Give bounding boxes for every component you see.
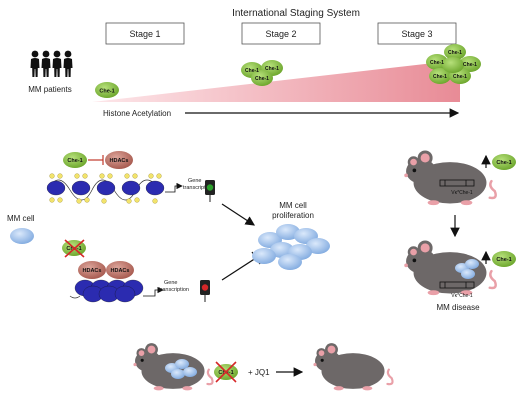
patients-label: MM patients bbox=[28, 85, 72, 94]
gene-transcription-lower-2: transcription bbox=[159, 287, 189, 293]
svg-text:Che-1: Che-1 bbox=[67, 158, 82, 164]
svg-text:HDACs: HDACs bbox=[83, 268, 102, 274]
che1-stage2-cluster: Che-1 Che-1 Che-1 bbox=[241, 60, 283, 86]
open-chromatin bbox=[46, 173, 183, 204]
svg-text:HDACs: HDACs bbox=[111, 268, 130, 274]
mm-disease-label: MM disease bbox=[436, 303, 480, 312]
mouse-icon-healthy bbox=[312, 341, 394, 392]
che1-upper: Che-1 bbox=[63, 152, 87, 168]
svg-text:Che-1: Che-1 bbox=[430, 60, 444, 66]
transgene-top: Vκ*Che-1 bbox=[439, 179, 475, 196]
acetylation-label: Histone Acetylation bbox=[103, 109, 171, 118]
traffic-light-red-icon bbox=[200, 280, 210, 302]
svg-text:Vκ*Che-1: Vκ*Che-1 bbox=[451, 293, 473, 299]
promote-arrow bbox=[221, 203, 256, 226]
svg-text:Che-1: Che-1 bbox=[245, 68, 259, 74]
mouse-icon-disease bbox=[403, 239, 497, 296]
mm-cell-label: MM cell bbox=[7, 214, 35, 223]
che1-stage1: Che-1 bbox=[95, 82, 119, 98]
mm-cell bbox=[10, 228, 34, 244]
che1-inhibited: Che-1 bbox=[214, 361, 238, 383]
disease-cells bbox=[455, 259, 479, 279]
stage-2-box bbox=[241, 22, 321, 45]
stage-3-label: Stage 3 bbox=[401, 29, 432, 39]
svg-text:Che-1: Che-1 bbox=[448, 50, 462, 56]
svg-text:Che-1: Che-1 bbox=[463, 62, 477, 68]
stage-1-box bbox=[105, 22, 185, 45]
svg-text:Che-1: Che-1 bbox=[453, 74, 467, 80]
hdacs-upper: HDACs bbox=[105, 151, 133, 169]
person-icon bbox=[30, 50, 73, 77]
proliferation-label-1: MM cell bbox=[279, 201, 307, 210]
mouse-icon bbox=[403, 149, 497, 206]
jq1-label: + JQ1 bbox=[248, 368, 270, 377]
bottom-cells bbox=[165, 359, 197, 379]
svg-text:Che-1: Che-1 bbox=[496, 257, 511, 263]
inhibit-hdac-symbol bbox=[88, 155, 104, 165]
stage-3-box bbox=[377, 22, 457, 45]
svg-text:Che-1: Che-1 bbox=[255, 76, 269, 82]
acetylation-triangle bbox=[92, 60, 460, 102]
stage-2-label: Stage 2 bbox=[265, 29, 296, 39]
svg-text:Che-1: Che-1 bbox=[99, 89, 114, 95]
svg-text:Vκ*Che-1: Vκ*Che-1 bbox=[451, 190, 473, 196]
che1-absent: Che-1 bbox=[62, 239, 86, 258]
gene-transcription-upper-2: transcription bbox=[183, 185, 213, 191]
svg-text:Che-1: Che-1 bbox=[433, 74, 447, 80]
svg-text:Che-1: Che-1 bbox=[496, 160, 511, 166]
che1-mouse-top: Che-1 bbox=[492, 154, 516, 170]
mm-cell-cluster bbox=[252, 224, 330, 270]
stage-1-label: Stage 1 bbox=[129, 29, 160, 39]
gene-transcription-lower-1: Gene bbox=[164, 280, 177, 286]
gene-transcription-upper-1: Gene bbox=[188, 178, 201, 184]
traffic-light-icon bbox=[205, 180, 215, 202]
hdacs-lower: HDACs HDACs bbox=[78, 261, 134, 279]
che1-stage3-cluster: Che-1 Che-1 Che-1 Che-1 Che-1 bbox=[426, 44, 481, 84]
transgene-bottom: Vκ*Che-1 bbox=[439, 281, 475, 299]
svg-text:Che-1: Che-1 bbox=[265, 66, 279, 72]
closed-chromatin bbox=[69, 279, 164, 303]
svg-text:HDACs: HDACs bbox=[110, 158, 129, 164]
proliferation-label-2: proliferation bbox=[272, 211, 314, 220]
staging-title: International Staging System bbox=[232, 8, 360, 19]
che1-mouse-bottom: Che-1 bbox=[492, 251, 516, 267]
